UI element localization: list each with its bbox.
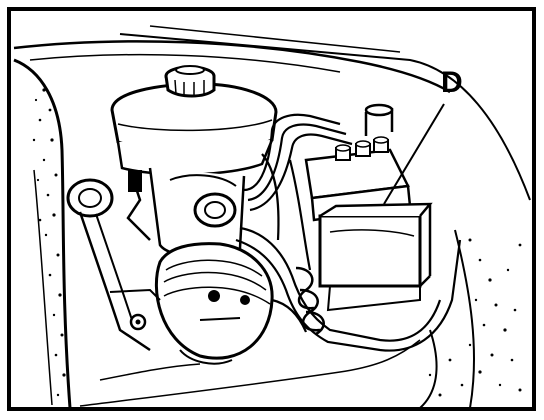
- floor-contour-line-2: [99, 363, 201, 381]
- coiled-hose: [295, 266, 325, 336]
- abs-module: [304, 103, 433, 312]
- right-fender-stipple: [428, 238, 522, 397]
- brake-booster: [154, 242, 274, 365]
- fender-edge-line: [119, 33, 531, 201]
- fluid-reservoir: [110, 65, 278, 176]
- left-wall-stipple: [32, 88, 66, 397]
- body-edge-line: [13, 40, 451, 94]
- left-mount: [66, 178, 161, 352]
- callout-leader-line: [383, 103, 445, 205]
- floor-contour-line: [79, 339, 421, 407]
- fender-edge-line-upper: [149, 25, 401, 53]
- left-wall-edge: [13, 58, 72, 409]
- left-wall-inner-line: [33, 169, 53, 406]
- callout-label-d: D: [441, 66, 463, 99]
- right-fender-edge: [454, 229, 476, 409]
- right-fender-lower-edge: [419, 329, 438, 409]
- body-edge-line-inner: [29, 53, 341, 73]
- figure-frame: [7, 7, 536, 411]
